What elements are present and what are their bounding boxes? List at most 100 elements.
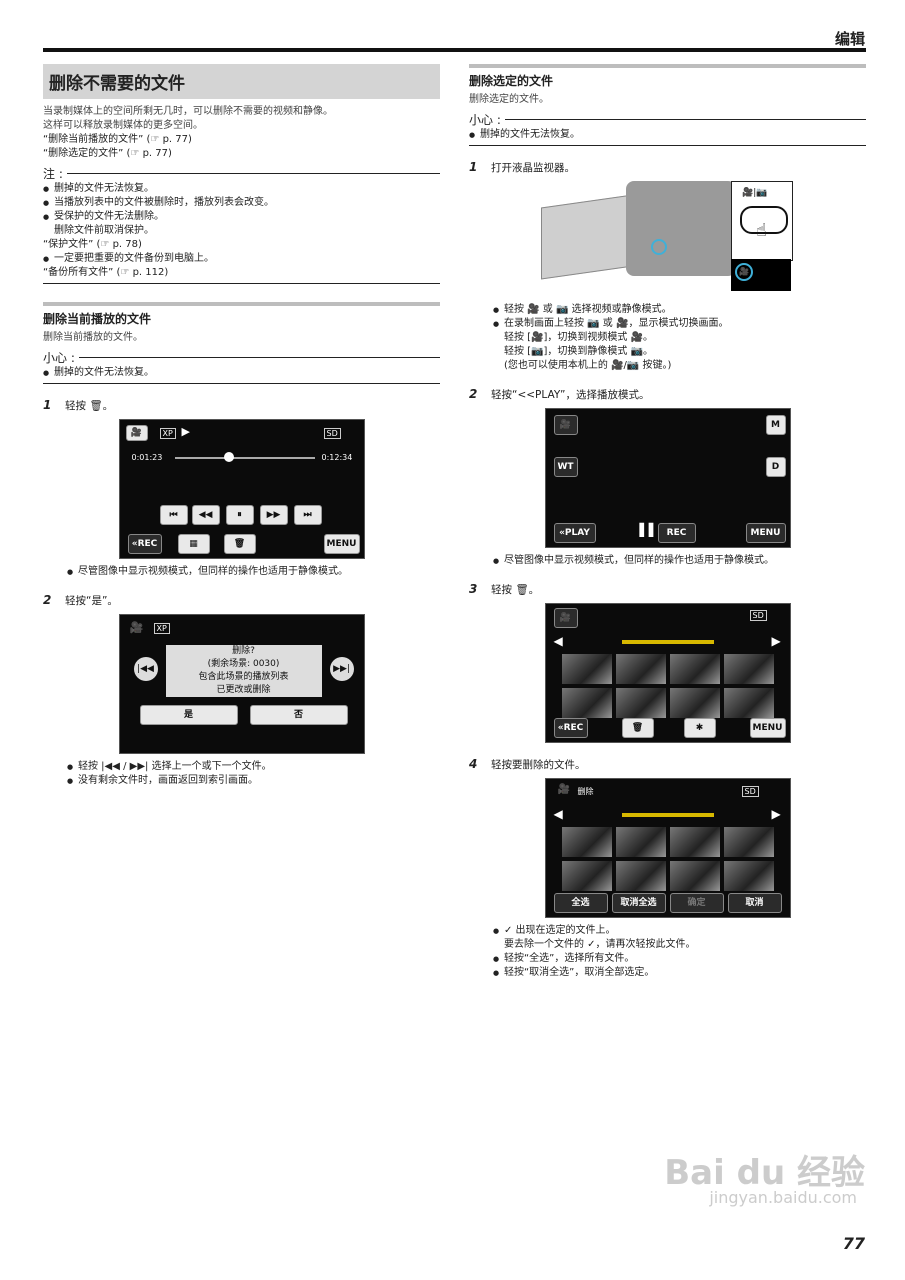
play-button[interactable]: «PLAY [553,523,596,543]
subsection-bar [43,302,440,306]
thumbnail[interactable] [723,861,774,891]
thumbnail[interactable] [615,827,666,857]
step-note: 轻按 [📷]，切换到静像模式 📷。 [504,346,654,357]
pause-button[interactable]: ⏸ [225,505,254,525]
cancel-button[interactable]: 取消 [727,893,782,913]
video-mode-icon: 🎥 [557,784,570,795]
thumbnail[interactable] [561,688,612,718]
page-slider[interactable] [621,640,714,644]
intro-line: 当录制媒体上的空间所剩无几时，可以删除不需要的视频和静像。 [43,106,333,117]
note-item: 一定要把重要的文件备份到电脑上。 [43,252,440,266]
menu-button[interactable]: MENU [749,718,786,738]
confirm-dialog: 删除? (剩余场景: 0030) 包含此场景的播放列表 已更改或删除 [165,645,322,697]
chapter-title: 编辑 [834,30,865,48]
progress-track[interactable] [174,457,315,459]
note-title: 注 : [43,167,63,181]
thumbnail[interactable] [723,827,774,857]
video-mode-icon[interactable]: 🎥 [125,425,148,441]
section-title: 删除不需要的文件 [43,64,440,99]
page-number: 77 [842,1234,865,1253]
subsection-title: 删除选定的文件 [469,74,554,88]
caution-title: 小心 : [43,351,75,365]
next-page-icon[interactable]: ▶ [771,807,781,821]
rec-button[interactable]: «REC [553,718,588,738]
next-page-icon[interactable]: ▶ [771,634,781,648]
thumbnail[interactable] [561,827,612,857]
thumbnail[interactable] [669,861,720,891]
step-note: ✓ 出现在选定的文件上。 [493,924,866,938]
subsection-title: 删除当前播放的文件 [43,312,152,326]
fast-forward-button[interactable]: ▶▶ [259,505,288,525]
progress-handle[interactable] [223,452,234,462]
mode-switch-icon: 🎥|📷 [742,188,768,198]
skip-forward-button[interactable]: ⏭ [293,505,322,525]
sd-badge: SD [749,610,767,621]
step-text: 轻按要删除的文件。 [491,759,586,771]
watermark-url: jingyan.baidu.com [709,1188,857,1207]
step-note: 尽管图像中显示视频模式，但同样的操作也适用于静像模式。 [493,554,866,568]
d-button[interactable]: D [765,457,786,477]
thumbnail[interactable] [669,827,720,857]
index-screen: 🎥 SD ◀ ▶ «REC 🗑 ✱ MENU [544,603,791,743]
lcd-corner: 🎥 [731,259,791,291]
step-note: 要去除一个文件的 ✓，请再次轻按此文件。 [504,939,696,950]
video-mode-icon[interactable]: 🎥 [553,415,578,435]
trash-icon[interactable]: 🗑 [223,534,256,554]
menu-button[interactable]: MENU [323,534,360,554]
camera-illustration: 🎥|📷 ☝ 🎥 [541,181,793,299]
thumbnail[interactable] [669,688,720,718]
thumbnail[interactable] [669,654,720,684]
settings-icon[interactable]: ✱ [683,718,716,738]
note-item: 受保护的文件无法删除。 [43,210,440,224]
thumbnail[interactable] [561,654,612,684]
thumbnail-grid [561,654,774,718]
page-slider[interactable] [621,813,714,817]
video-mode-icon: 🎥 [129,621,144,634]
link[interactable]: “保护文件” (☞ p. 78) [43,239,142,250]
thumbnail[interactable] [615,654,666,684]
video-mode-icon[interactable]: 🎥 [553,608,578,628]
step-note: 轻按 |◀◀ / ▶▶| 选择上一个或下一个文件。 [67,760,440,774]
thumbnail[interactable] [723,688,774,718]
rec-button[interactable]: «REC [127,534,162,554]
index-icon[interactable]: ▦ [177,534,210,554]
m-button[interactable]: M [765,415,786,435]
link[interactable]: “删除选定的文件” (☞ p. 77) [43,148,172,159]
delete-confirm-screen: 🎥 XP |◀◀ ▶▶| 删除? (剩余场景: 0030) 包含此场景的播放列表… [118,614,365,754]
rewind-button[interactable]: ◀◀ [191,505,220,525]
step-number: 1 [469,160,478,174]
thumbnail[interactable] [723,654,774,684]
thumbnail[interactable] [561,861,612,891]
prev-page-icon[interactable]: ◀ [553,807,563,821]
note-item: 删掉的文件无法恢复。 [43,182,440,196]
confirm-button[interactable]: 确定 [669,893,724,913]
prev-page-icon[interactable]: ◀ [553,634,563,648]
video-mode-icon[interactable]: 🎥 [735,263,753,281]
menu-button[interactable]: MENU [745,523,786,543]
caution-header: 小心 : [43,349,440,366]
link[interactable]: “删除当前播放的文件” (☞ p. 77) [43,134,192,145]
yes-button[interactable]: 是 [139,705,238,725]
trash-icon[interactable]: 🗑 [621,718,654,738]
wt-button[interactable]: WT [553,457,578,477]
step-text: 轻按“是”。 [65,595,118,607]
link[interactable]: “备份所有文件” (☞ p. 112) [43,267,169,278]
select-all-button[interactable]: 全选 [553,893,608,913]
note-item: 当播放列表中的文件被删除时，播放列表会改变。 [43,196,440,210]
no-button[interactable]: 否 [249,705,348,725]
skip-back-button[interactable]: ⏮ [159,505,188,525]
prev-file-button[interactable]: |◀◀ [133,657,158,681]
highlight-ring [651,239,667,255]
thumbnail[interactable] [615,688,666,718]
thumbnail[interactable] [615,861,666,891]
mode-button[interactable] [740,206,788,234]
deselect-all-button[interactable]: 取消全选 [611,893,666,913]
intro-line: 这样可以释放录制媒体的更多空间。 [43,120,203,131]
rec-button[interactable]: REC [657,523,696,543]
watermark-logo: Bai du 经验 [664,1153,865,1193]
camera-body [626,181,736,276]
next-file-button[interactable]: ▶▶| [329,657,354,681]
divider [469,145,866,146]
